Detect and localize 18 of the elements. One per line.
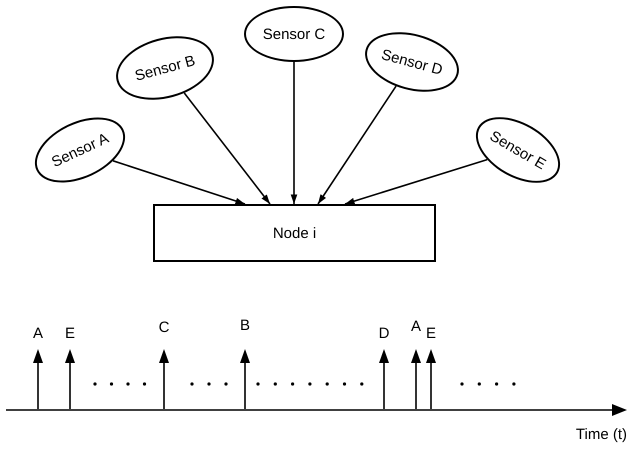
node-label: Node i [272, 224, 316, 242]
arrow [344, 158, 488, 205]
node-label: Sensor C [262, 26, 326, 42]
axis-label: Time (t) [576, 427, 627, 442]
event-label: A [411, 319, 421, 334]
event-label: C [159, 320, 169, 335]
node-label: Sensor B [133, 52, 197, 84]
event-label: B [240, 318, 250, 333]
node-label: Sensor D [380, 46, 444, 78]
event-label: D [379, 326, 389, 341]
process-box [153, 204, 436, 262]
event-label: A [33, 326, 43, 341]
arrow [184, 92, 271, 204]
event-label: E [426, 326, 436, 341]
event-label: E [65, 326, 75, 341]
arrow [317, 86, 397, 204]
arrow [290, 62, 298, 204]
arrow [112, 160, 246, 205]
